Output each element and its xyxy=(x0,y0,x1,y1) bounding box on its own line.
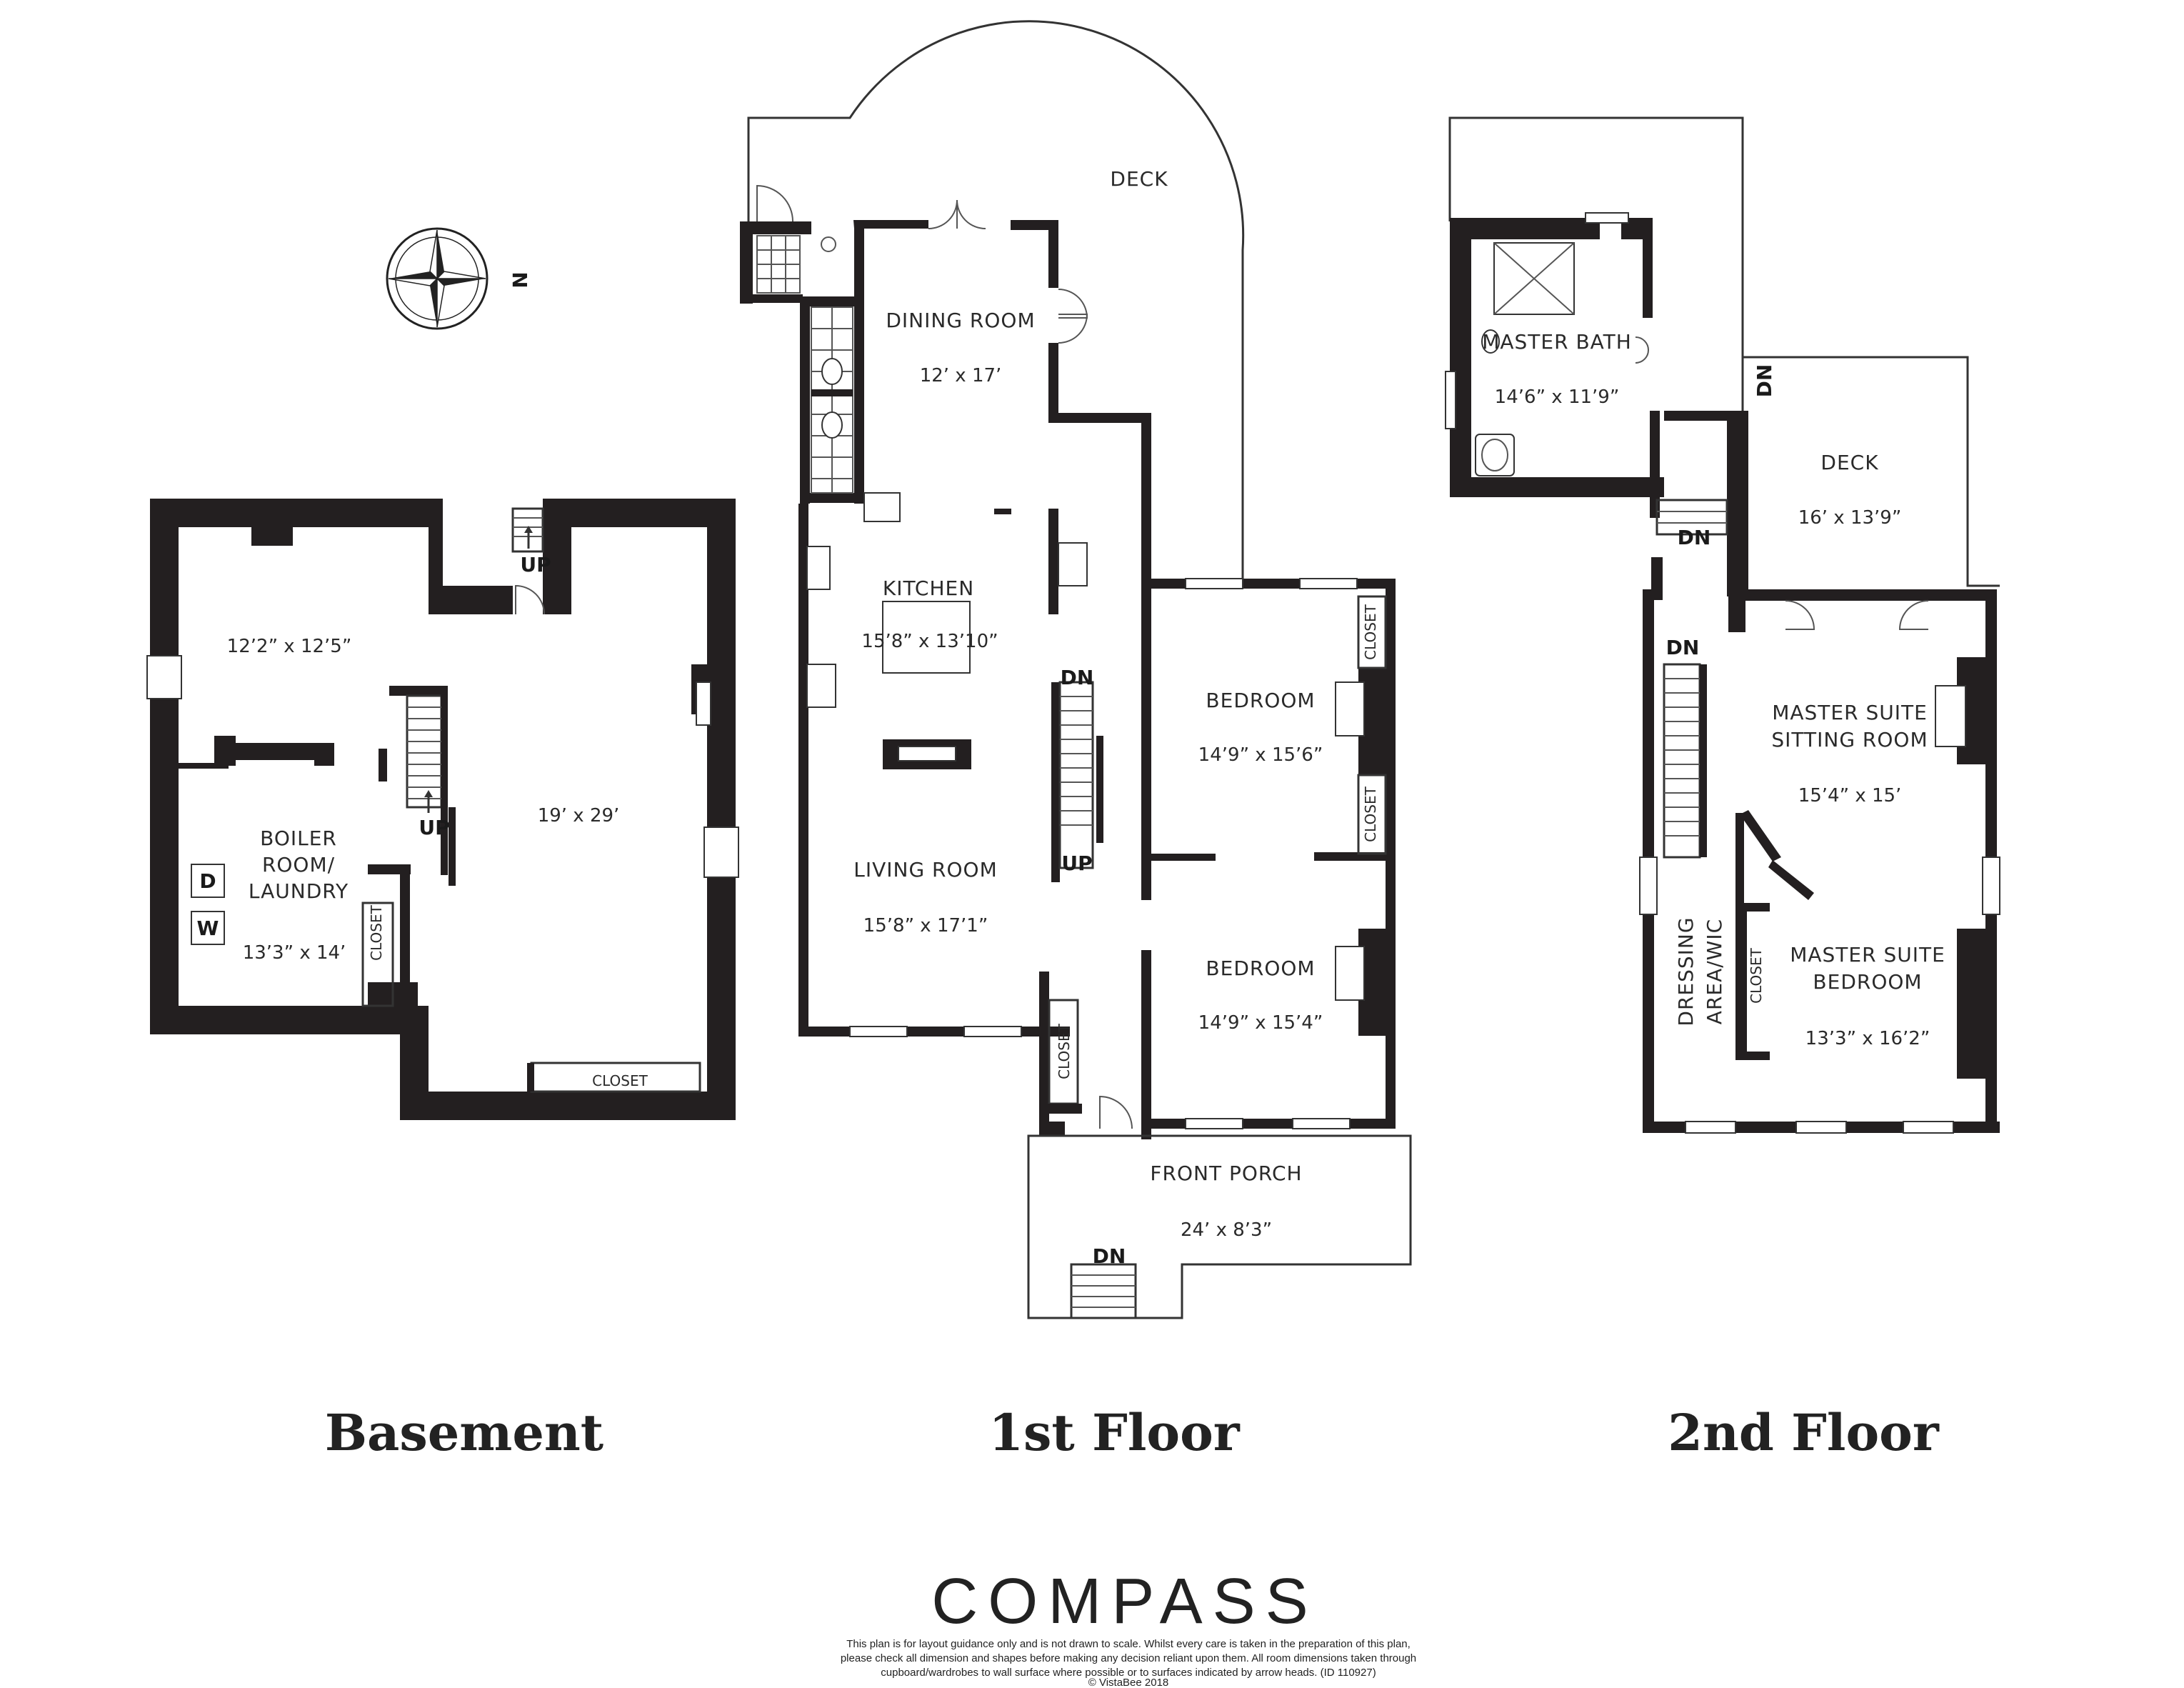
bedroom1-dim: 14’9” x 15’6” xyxy=(1198,744,1323,766)
dryer-label: D xyxy=(199,869,216,893)
basement-up-top: UP xyxy=(520,553,551,576)
compass-rose-icon xyxy=(386,227,489,330)
shower-icon xyxy=(1493,242,1575,315)
basement-stair xyxy=(389,686,456,886)
second-floor-stair xyxy=(1663,663,1707,859)
basement-up-stair: UP xyxy=(419,816,449,839)
kitchen-dim: 15’8” x 13’10” xyxy=(861,631,998,652)
second-floor-plan: MASTER BATH 14’6” x 11’9” DECK 16’ x 13’… xyxy=(1445,116,2000,1134)
porch-steps xyxy=(1070,1263,1137,1319)
second-dn-stair: DN xyxy=(1666,636,1700,659)
boiler-room-name-3: LAUNDRY xyxy=(249,879,349,903)
basement-closet-vertical: CLOSET xyxy=(368,904,385,960)
front-porch-dim: 24’ x 8’3” xyxy=(1181,1219,1272,1241)
boiler-room-name-2: ROOM/ xyxy=(262,853,335,877)
second-deck-dim: 16’ x 13’9” xyxy=(1798,507,1902,529)
dressing-area-2: AREA/WIC xyxy=(1703,919,1726,1024)
first-stair-up: UP xyxy=(1061,852,1092,875)
living-room-dim: 15’8” x 17’1” xyxy=(863,915,988,937)
basement-room-a-dim: 12’2” x 12’5” xyxy=(227,636,352,657)
second-dn-hall: DN xyxy=(1678,526,1711,549)
disclaimer-line-1: This plan is for layout guidance only an… xyxy=(846,1638,1411,1650)
second-dn-deck: DN xyxy=(1753,364,1776,398)
dressing-area-1: DRESSING xyxy=(1674,917,1698,1026)
floor-title-basement: Basement xyxy=(325,1403,603,1462)
boiler-room-dim: 13’3” x 14’ xyxy=(243,942,346,964)
disclaimer-line-2: please check all dimension and shapes be… xyxy=(841,1652,1416,1664)
living-room-name: LIVING ROOM xyxy=(853,858,998,882)
first-stair-dn: DN xyxy=(1061,666,1094,689)
disclaimer-line-3: cupboard/wardrobes to wall surface where… xyxy=(881,1667,1376,1679)
sitting-room-name-1: MASTER SUITE xyxy=(1772,701,1928,724)
second-closet: CLOSET xyxy=(1748,947,1765,1003)
first-deck-label: DECK xyxy=(1110,167,1168,191)
porch-dn: DN xyxy=(1093,1244,1126,1268)
dining-room-dim: 12’ x 17’ xyxy=(920,365,1002,386)
bedroom2-name: BEDROOM xyxy=(1206,957,1315,980)
master-bedroom-dim: 13’3” x 16’2” xyxy=(1805,1028,1930,1049)
master-bath-dim: 14’6” x 11’9” xyxy=(1495,386,1620,408)
first-closet-2: CLOSET xyxy=(1362,786,1379,841)
compass-logo: COMPASS xyxy=(931,1566,1318,1637)
north-label: N xyxy=(508,271,531,288)
copyright: © VistaBee 2018 xyxy=(1088,1677,1169,1688)
basement-main-dim: 19’ x 29’ xyxy=(538,805,620,826)
floor-title-second: 2nd Floor xyxy=(1668,1403,1940,1462)
first-floor-stair xyxy=(1051,681,1103,882)
second-deck-name: DECK xyxy=(1820,451,1878,474)
basement-closet-horizontal: CLOSET xyxy=(592,1072,648,1089)
bathtub-icon xyxy=(1475,434,1515,476)
bedroom2-dim: 14’9” x 15’4” xyxy=(1198,1012,1323,1034)
kitchen-name: KITCHEN xyxy=(883,576,974,600)
first-tile-bath xyxy=(756,235,836,294)
sitting-room-name-2: SITTING ROOM xyxy=(1771,728,1928,751)
first-closet-3: CLOSET xyxy=(1056,1023,1073,1079)
master-bath-name: MASTER BATH xyxy=(1482,330,1632,354)
basement-plan: D W 12’2” x 12’5” 19’ x 29’ BOILER ROOM/… xyxy=(146,499,739,1120)
dining-room-name: DINING ROOM xyxy=(886,309,1035,332)
bedroom1-name: BEDROOM xyxy=(1206,689,1315,712)
boiler-room-name-1: BOILER xyxy=(260,826,337,850)
floor-title-first: 1st Floor xyxy=(988,1403,1240,1462)
first-closet-1: CLOSET xyxy=(1362,604,1379,659)
master-bedroom-name-2: BEDROOM xyxy=(1813,970,1922,994)
sitting-room-dim: 15’4” x 15’ xyxy=(1798,785,1902,806)
master-bedroom-name-1: MASTER SUITE xyxy=(1790,943,1945,967)
washer-label: W xyxy=(197,917,219,940)
front-porch-name: FRONT PORCH xyxy=(1150,1162,1302,1185)
first-floor-plan: DECK DINING ROOM 12’ x 17’ KITCHEN 15’8”… xyxy=(740,20,1412,1319)
